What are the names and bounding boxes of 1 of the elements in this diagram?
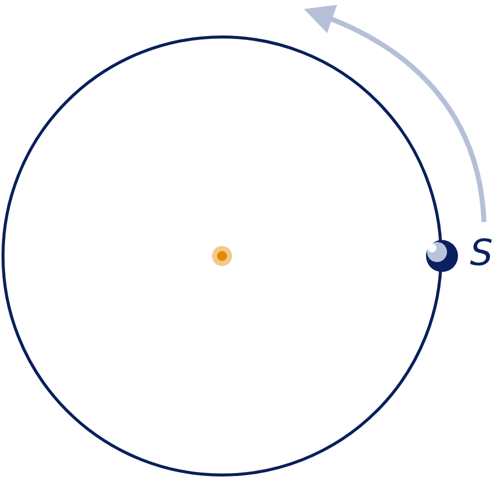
satellite-label: S: [470, 236, 493, 272]
